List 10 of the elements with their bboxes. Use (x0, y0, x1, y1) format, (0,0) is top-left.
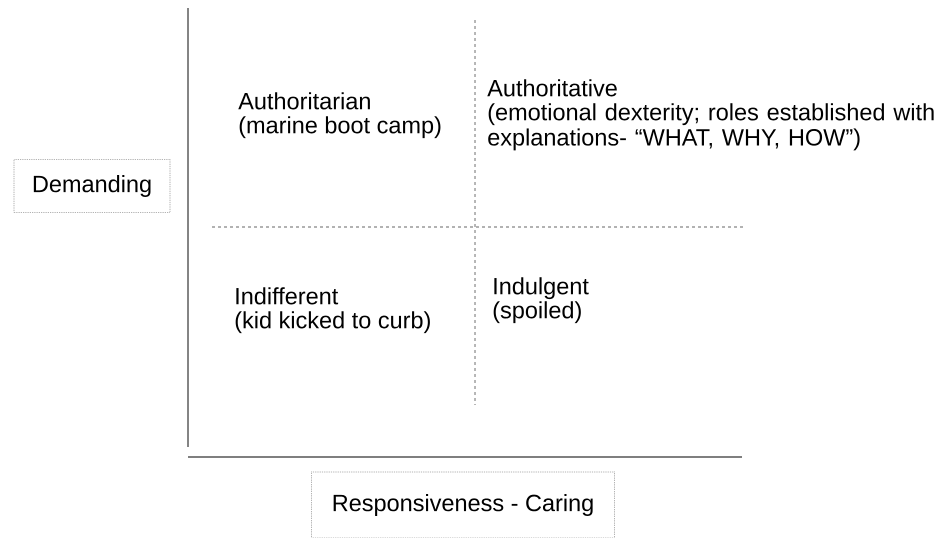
axis-label-box: Responsiveness - Caring (311, 472, 615, 538)
quadrant-label: (spoiled) (494, 301, 581, 324)
quadrant-label: Authoritarian (238, 92, 370, 110)
quadrant-label: (kid kicked to curb) (236, 311, 430, 334)
quadrant-label: Indifferent (236, 287, 338, 304)
quadrant-label: (marine boot camp) (240, 116, 440, 138)
quadrant-label: (emotional dexterity; roles established with explanations- “WHAT, WHY, HOW”) (488, 103, 934, 150)
quadrant-label: Indulgent (494, 277, 589, 300)
axis-label-box: Demanding (14, 159, 170, 213)
quadrant-label: Authoritative (487, 79, 617, 96)
